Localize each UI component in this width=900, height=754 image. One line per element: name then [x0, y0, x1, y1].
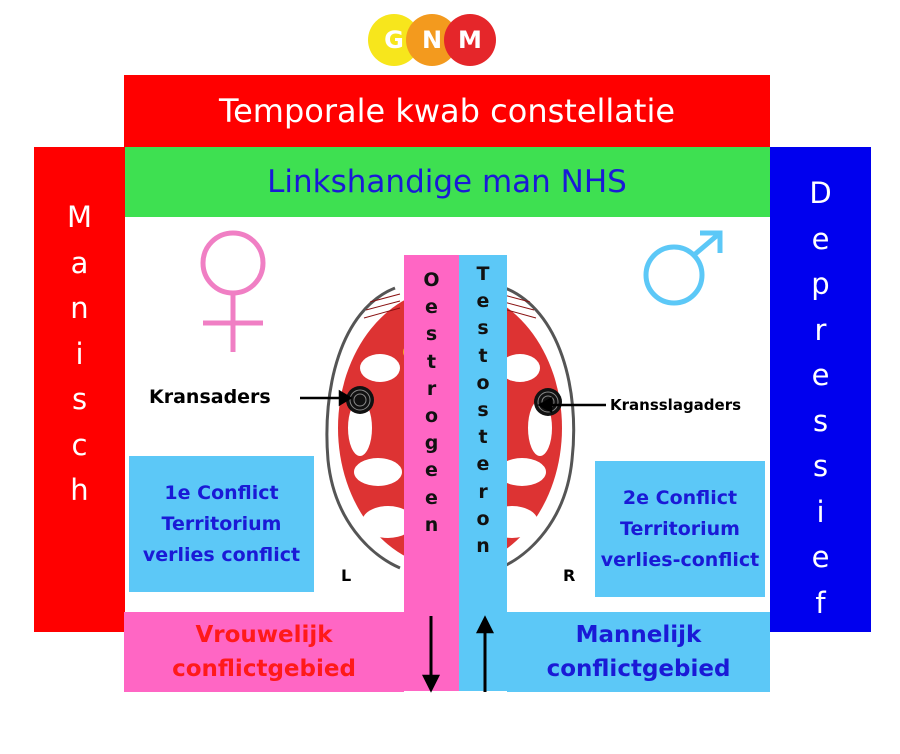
male-conflict-area: Mannelijk conflictgebied — [507, 612, 770, 692]
left-skull-outline — [325, 286, 401, 570]
kransaders-label: Kransaders — [149, 386, 271, 408]
manisch-vertical-text: M a n i s c h — [66, 200, 93, 507]
subtitle: Linkshandige man NHS — [267, 164, 627, 200]
testosteron-column: T e s t o s t e r o n — [459, 255, 507, 691]
right-side-bar: D e p r e s s i e f — [770, 147, 871, 632]
right-skull-outline — [499, 286, 576, 570]
left-side-bar: M a n i s c h — [34, 147, 125, 632]
depressief-vertical-text: D e p r e s s i e f — [809, 176, 832, 620]
hemisphere-left-label: L — [341, 566, 352, 585]
title: Temporale kwab constellatie — [218, 92, 676, 130]
hemisphere-right-label: R — [563, 566, 576, 585]
male-symbol-icon — [643, 230, 723, 306]
second-conflict-box: 2e Conflict Territorium verlies-conflict — [595, 461, 765, 597]
kransslagaders-label: Kransslagaders — [610, 396, 742, 414]
first-conflict-box: 1e Conflict Territorium verlies conflict — [129, 456, 314, 592]
title-banner: Temporale kwab constellatie — [124, 75, 770, 147]
logo-circle-m: M — [444, 14, 496, 66]
female-symbol-icon — [200, 230, 266, 352]
subtitle-banner: Linkshandige man NHS — [124, 147, 770, 217]
gnm-logo: G N M — [368, 14, 518, 68]
female-conflict-area: Vrouwelijk conflictgebied — [124, 612, 404, 692]
